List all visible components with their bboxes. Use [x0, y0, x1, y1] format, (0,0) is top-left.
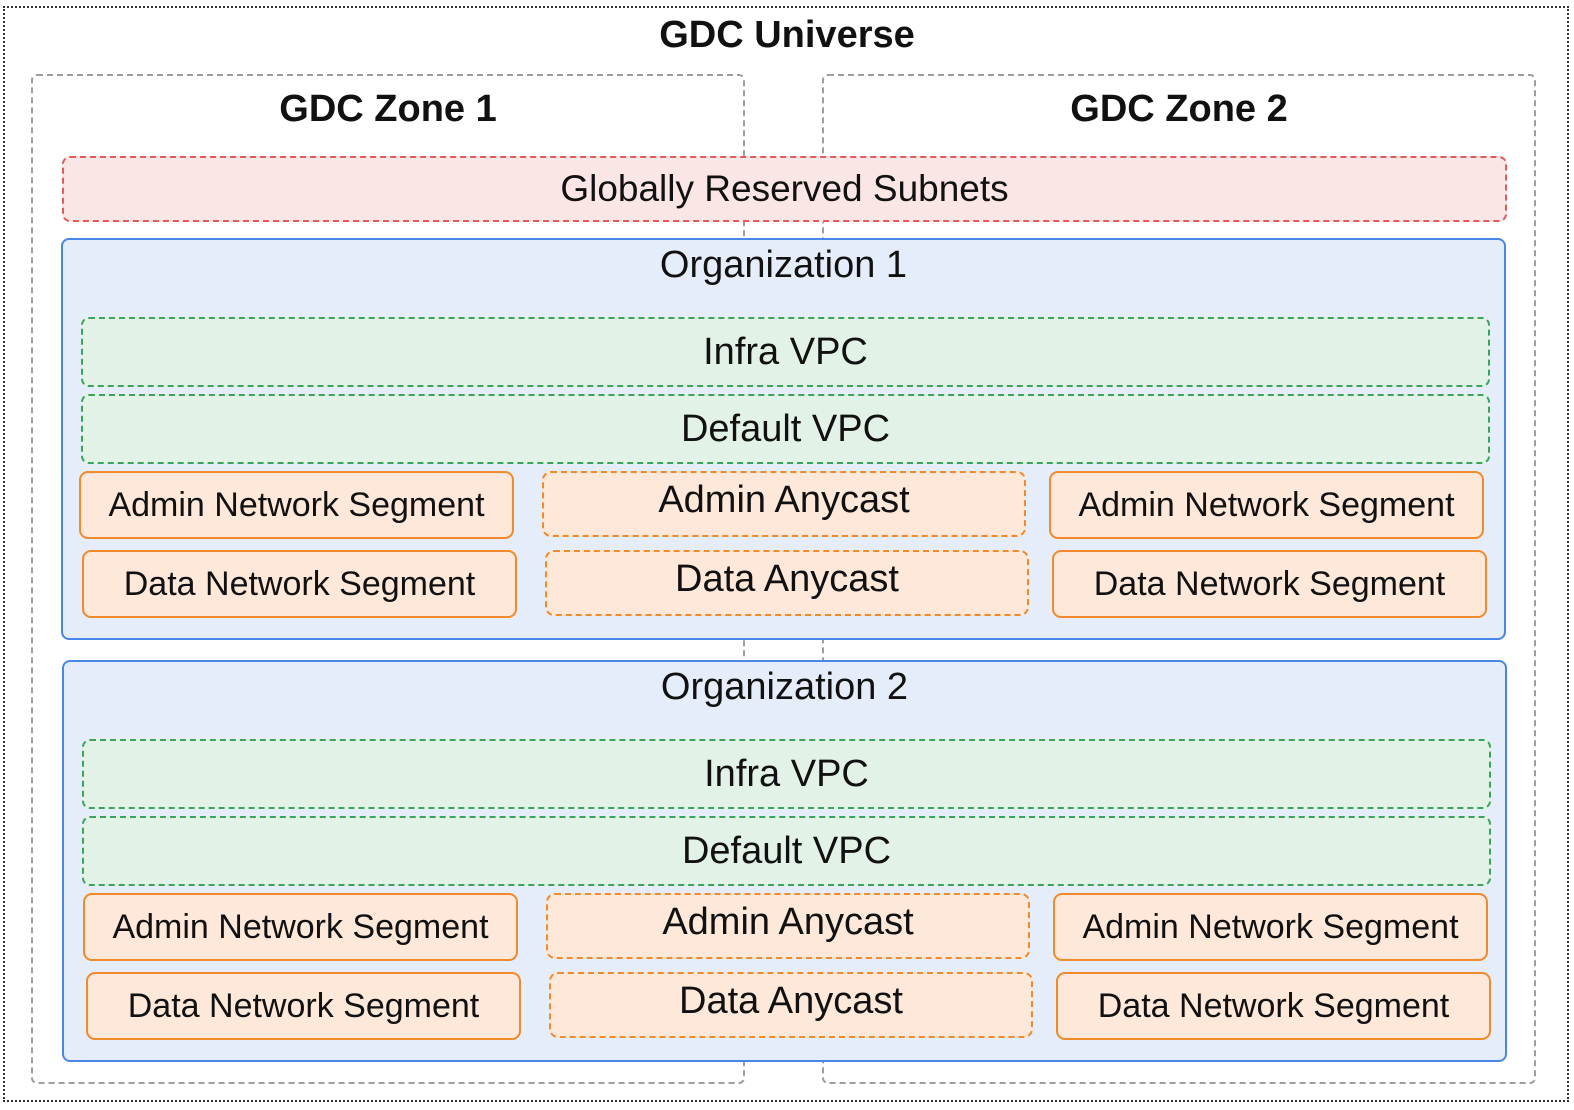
organization-title: Organization 2 [660, 666, 909, 708]
anycast-label: Admin Anycast [662, 900, 914, 943]
infra-vpc: Infra VPC [82, 739, 1491, 809]
anycast-label: Data Anycast [675, 557, 899, 600]
default-vpc: Default VPC [82, 816, 1491, 886]
data-network-segment-zone-1: Data Network Segment [82, 550, 517, 618]
data-anycast: Data Anycast [549, 972, 1033, 1038]
data-anycast: Data Anycast [545, 550, 1029, 616]
segment-label: Admin Network Segment [112, 907, 489, 946]
universe-boundary [3, 6, 1569, 1102]
organization-title: Organization 1 [659, 244, 908, 286]
segment-label: Admin Network Segment [108, 485, 485, 524]
default-vpc-label: Default VPC [681, 829, 892, 872]
default-vpc-label: Default VPC [680, 407, 891, 450]
universe-title: GDC Universe [659, 14, 915, 56]
infra-vpc-label: Infra VPC [703, 330, 868, 373]
data-network-segment-zone-2: Data Network Segment [1056, 972, 1491, 1040]
admin-anycast: Admin Anycast [546, 893, 1030, 959]
globally-reserved-subnets: Globally Reserved Subnets [62, 156, 1507, 222]
segment-label: Admin Network Segment [1078, 485, 1455, 524]
admin-network-segment-zone-1: Admin Network Segment [79, 471, 514, 539]
zone-1-title: GDC Zone 1 [279, 88, 497, 130]
default-vpc: Default VPC [81, 394, 1490, 464]
segment-label: Admin Network Segment [1082, 907, 1459, 946]
data-network-segment-zone-2: Data Network Segment [1052, 550, 1487, 618]
admin-anycast: Admin Anycast [542, 471, 1026, 537]
infra-vpc: Infra VPC [81, 317, 1490, 387]
admin-network-segment-zone-2: Admin Network Segment [1049, 471, 1484, 539]
data-network-segment-zone-1: Data Network Segment [86, 972, 521, 1040]
admin-network-segment-zone-1: Admin Network Segment [83, 893, 518, 961]
anycast-label: Data Anycast [679, 979, 903, 1022]
zone-2-title: GDC Zone 2 [1070, 88, 1288, 130]
reserved-label: Globally Reserved Subnets [560, 168, 1009, 209]
segment-label: Data Network Segment [123, 564, 476, 603]
organization-1: Organization 1 Infra VPC Default VPC Adm… [61, 238, 1506, 640]
segment-label: Data Network Segment [127, 986, 480, 1025]
segment-label: Data Network Segment [1097, 986, 1450, 1025]
segment-label: Data Network Segment [1093, 564, 1446, 603]
anycast-label: Admin Anycast [658, 478, 910, 521]
organization-2: Organization 2 Infra VPC Default VPC Adm… [62, 660, 1507, 1062]
admin-network-segment-zone-2: Admin Network Segment [1053, 893, 1488, 961]
infra-vpc-label: Infra VPC [704, 752, 869, 795]
